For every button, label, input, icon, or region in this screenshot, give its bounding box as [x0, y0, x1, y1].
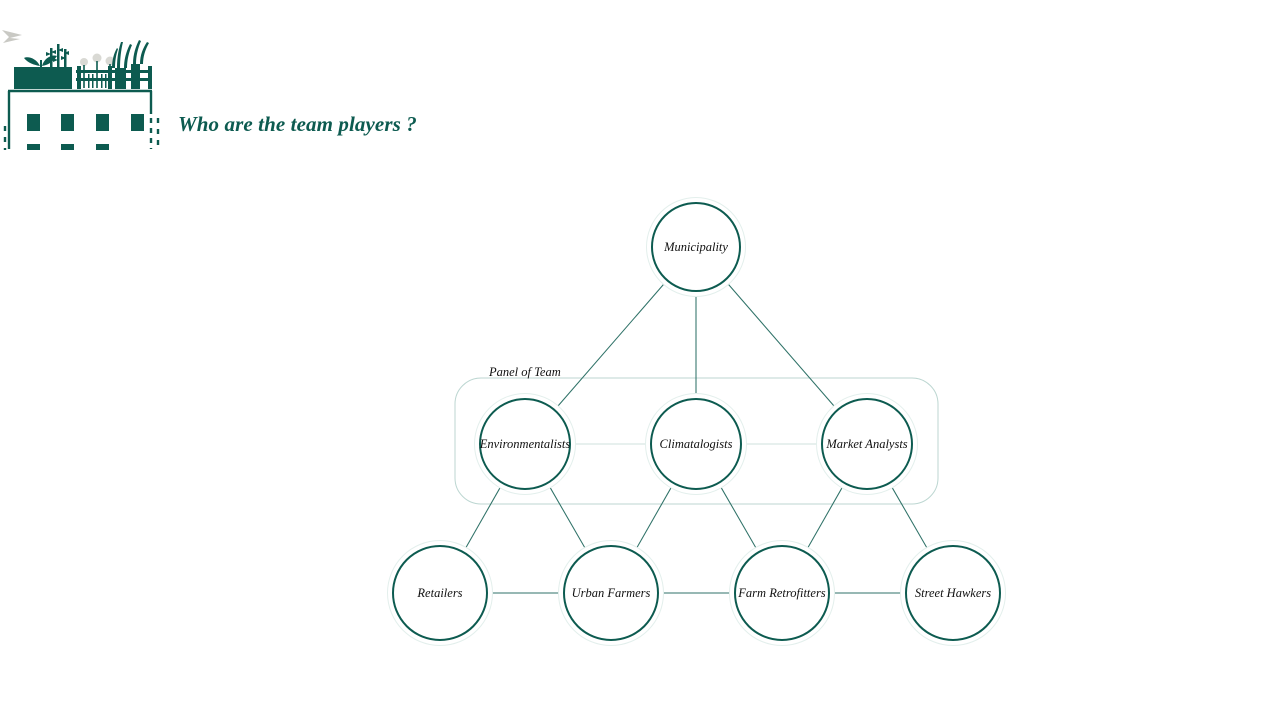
node-market-analysts[interactable]: Market Analysts	[821, 398, 913, 490]
bird-icon	[2, 30, 22, 43]
node-label: Environmentalists	[479, 436, 571, 451]
edge-market-analysts-to-street-hawkers	[891, 486, 928, 550]
node-environmentalists[interactable]: Environmentalists	[479, 398, 571, 490]
panel-of-team-label: Panel of Team	[489, 365, 561, 379]
edge-market-analysts-to-farm-retrofitters	[806, 486, 844, 549]
edge-climatalogists-to-farm-retrofitters	[720, 486, 757, 550]
node-climatalogists[interactable]: Climatalogists	[650, 398, 742, 490]
node-label: Climatalogists	[659, 436, 733, 451]
edge-climatalogists-to-urban-farmers	[635, 486, 673, 549]
edge-municipality-to-market-analysts	[727, 282, 836, 408]
flower-plants-icon	[80, 53, 115, 88]
edge-environmentalists-to-retailers	[464, 486, 502, 549]
edge-municipality-to-environmentalists	[556, 282, 665, 408]
node-retailers[interactable]: Retailers	[392, 545, 488, 641]
node-label: Urban Farmers	[571, 585, 651, 600]
page-title: Who are the team players ?	[178, 112, 417, 136]
node-municipality[interactable]: Municipality	[651, 202, 741, 292]
node-label: Farm Retrofitters	[738, 585, 826, 600]
grass-tufts-icon	[112, 40, 149, 89]
node-label: Retailers	[417, 585, 463, 600]
node-label: Market Analysts	[826, 436, 908, 451]
stalk-plants-icon	[46, 44, 69, 68]
edge-environmentalists-to-urban-farmers	[549, 486, 586, 550]
page-header: Who are the team players ?	[0, 0, 1280, 163]
node-label: Municipality	[664, 239, 728, 254]
node-farm-retrofitters[interactable]: Farm Retrofitters	[734, 545, 830, 641]
node-urban-farmers[interactable]: Urban Farmers	[563, 545, 659, 641]
node-street-hawkers[interactable]: Street Hawkers	[905, 545, 1001, 641]
node-label: Street Hawkers	[914, 585, 992, 600]
